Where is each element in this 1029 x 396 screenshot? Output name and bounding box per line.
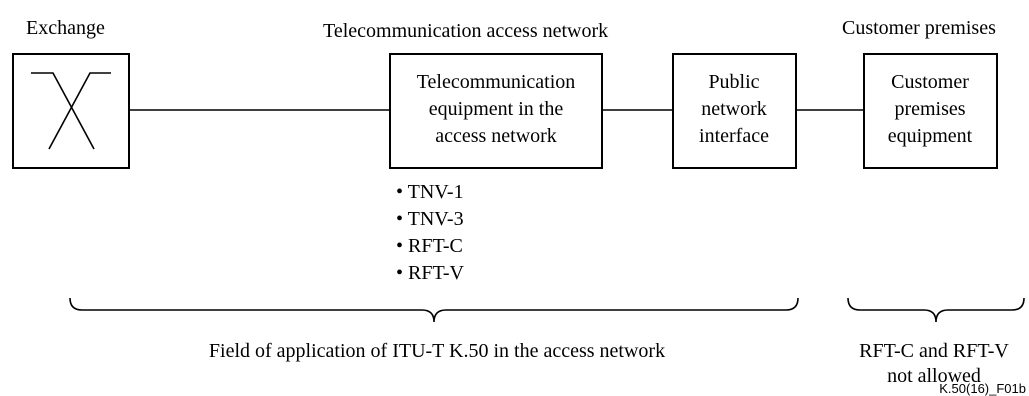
cpe-label-line-2: premises bbox=[894, 98, 965, 120]
bullet-rft-v: • RFT-V bbox=[396, 262, 465, 284]
figure-id: K.50(16)_F01b bbox=[939, 381, 1026, 396]
not-allowed-label-line-1: RFT-C and RFT-V bbox=[859, 340, 1009, 362]
exchange-box bbox=[12, 53, 130, 169]
header-access-network: Telecommunication access network bbox=[323, 20, 608, 42]
cpe-box bbox=[863, 53, 998, 169]
bullet-tnv-1: • TNV-1 bbox=[396, 181, 464, 203]
interface-label-line-1: Public bbox=[708, 71, 759, 93]
equipment-box bbox=[389, 53, 603, 169]
equipment-label-line-2: equipment in the bbox=[429, 98, 564, 120]
interface-box bbox=[672, 53, 797, 169]
header-customer-premises: Customer premises bbox=[842, 17, 996, 39]
not-allowed-label-line-2: not allowed bbox=[887, 365, 981, 387]
interface-label-line-3: interface bbox=[699, 125, 769, 147]
cpe-label-line-3: equipment bbox=[888, 125, 973, 147]
cpe-label-line-1: Customer bbox=[891, 71, 969, 93]
equipment-label-line-1: Telecommunication bbox=[417, 71, 576, 93]
customer-premises-brace bbox=[847, 297, 1025, 323]
header-exchange: Exchange bbox=[26, 17, 105, 39]
switch-symbol-icon bbox=[31, 72, 111, 150]
field-of-application-label: Field of application of ITU-T K.50 in th… bbox=[209, 340, 665, 362]
access-network-brace bbox=[69, 297, 799, 323]
interface-label-line-2: network bbox=[701, 98, 767, 120]
bullet-tnv-3: • TNV-3 bbox=[396, 208, 464, 230]
bullet-rft-c: • RFT-C bbox=[396, 235, 463, 257]
equipment-label-line-3: access network bbox=[435, 125, 557, 147]
